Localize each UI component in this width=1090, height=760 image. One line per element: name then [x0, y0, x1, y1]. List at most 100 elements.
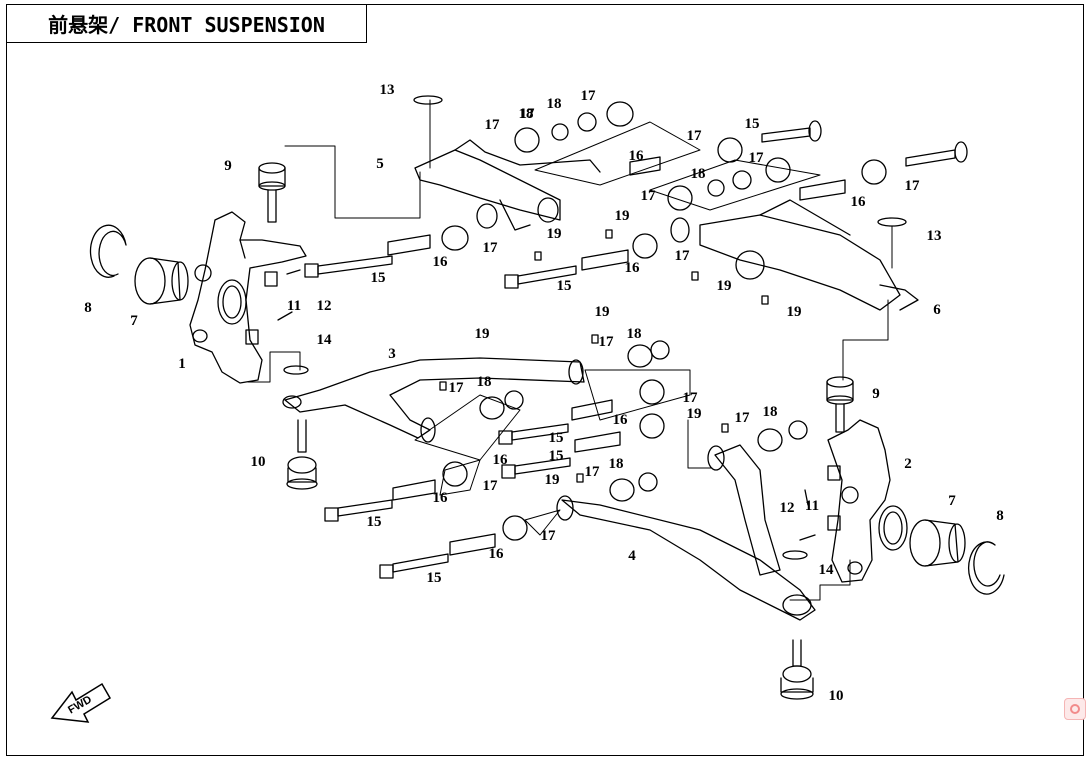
callout-8: 8 [84, 300, 92, 316]
callout-18: 18 [519, 106, 534, 122]
callout-16: 16 [493, 452, 509, 468]
callout-17: 17 [599, 334, 615, 350]
callout-13: 13 [927, 228, 942, 244]
cotter-pins-left [277, 269, 301, 321]
callout-15: 15 [549, 448, 564, 464]
page-title: 前悬架/ FRONT SUSPENSION [48, 13, 325, 37]
callout-7: 7 [130, 313, 138, 329]
callout-10: 10 [829, 688, 844, 704]
callout-16: 16 [851, 194, 867, 210]
bolts [304, 120, 968, 579]
callout-17: 17 [675, 248, 691, 264]
lower-ball-joint-right [780, 639, 814, 700]
callout-19: 19 [615, 208, 630, 224]
upper-ball-joint-right [826, 376, 854, 433]
callout-14: 14 [317, 332, 333, 348]
callout-17: 17 [735, 410, 751, 426]
leader-lines [247, 99, 893, 601]
callout-8: 8 [996, 508, 1004, 524]
callout-17: 17 [687, 128, 703, 144]
callout-12: 12 [780, 500, 795, 516]
callout-19: 19 [595, 304, 610, 320]
upper-control-arm-left [414, 139, 601, 231]
retaining-ring-13-left [413, 95, 443, 105]
callout-17: 17 [449, 380, 465, 396]
callout-18: 18 [477, 374, 492, 390]
callout-16: 16 [625, 260, 641, 276]
callout-17: 17 [581, 88, 597, 104]
callout-19: 19 [475, 326, 490, 342]
spacers-and-bushings [387, 101, 887, 556]
callout-5: 5 [376, 156, 384, 172]
callout-15: 15 [549, 430, 564, 446]
callout-13: 13 [380, 82, 395, 98]
callout-15: 15 [557, 278, 572, 294]
callout-6: 6 [933, 302, 941, 318]
retaining-ring-14-left [283, 365, 309, 375]
callout-18: 18 [609, 456, 624, 472]
callout-2: 2 [904, 456, 912, 472]
left-knuckle [189, 211, 307, 384]
lower-ball-joint-left [286, 419, 318, 490]
callout-19: 19 [687, 406, 702, 422]
callout-1: 1 [178, 356, 186, 372]
callout-10: 10 [251, 454, 266, 470]
corner-badge-icon[interactable] [1064, 698, 1086, 720]
callout-15: 15 [367, 514, 382, 530]
castle-nut-left-lower [245, 329, 259, 345]
callout-15: 15 [745, 116, 760, 132]
lower-control-arm-right [556, 444, 816, 621]
castle-nut-right-lower [827, 515, 841, 531]
callout-17: 17 [483, 478, 499, 494]
callout-19: 19 [787, 304, 802, 320]
callout-16: 16 [433, 490, 449, 506]
callout-19: 19 [545, 472, 560, 488]
forward-direction-arrow: FWD [50, 682, 112, 723]
callout-18: 18 [627, 326, 642, 342]
retaining-ring-13-right [877, 217, 907, 227]
callout-17: 17 [905, 178, 921, 194]
callout-12: 12 [317, 298, 332, 314]
callout-14: 14 [819, 562, 835, 578]
callout-17: 17 [520, 106, 536, 122]
right-knuckle [827, 419, 908, 583]
callout-11: 11 [805, 498, 819, 514]
callout-16: 16 [489, 546, 505, 562]
grease-fittings [439, 229, 769, 483]
callout-17: 17 [541, 528, 557, 544]
drawing-frame [6, 4, 1084, 756]
callout-15: 15 [427, 570, 442, 586]
right-circlip [968, 541, 1005, 595]
callout-17: 17 [749, 150, 765, 166]
callout-17: 17 [483, 240, 499, 256]
title-block: 前悬架/ FRONT SUSPENSION [6, 4, 367, 43]
callout-19: 19 [717, 278, 732, 294]
callout-11: 11 [287, 298, 301, 314]
callout-16: 16 [613, 412, 629, 428]
callout-3: 3 [388, 346, 396, 362]
right-wheel-bearing [909, 519, 966, 567]
callout-15: 15 [371, 270, 386, 286]
callout-4: 4 [628, 548, 636, 564]
lower-control-arm-left [282, 357, 585, 443]
callout-18: 18 [691, 166, 706, 182]
callout-18: 18 [763, 404, 778, 420]
callout-16: 16 [433, 254, 449, 270]
callout-9: 9 [872, 386, 880, 402]
castle-nut-right-upper [827, 465, 841, 481]
castle-nut-left-upper [264, 271, 278, 287]
left-circlip [89, 224, 127, 278]
cotter-pins-right [799, 489, 816, 541]
callout-17: 17 [683, 390, 699, 406]
left-wheel-bearing [134, 257, 189, 305]
callout-17: 17 [485, 117, 501, 133]
retaining-ring-14-right [782, 550, 808, 560]
callout-9: 9 [224, 158, 232, 174]
callout-16: 16 [629, 148, 645, 164]
callout-18: 18 [547, 96, 562, 112]
callout-19: 19 [547, 226, 562, 242]
callout-17: 17 [585, 464, 601, 480]
upper-control-arm-right [670, 199, 919, 311]
